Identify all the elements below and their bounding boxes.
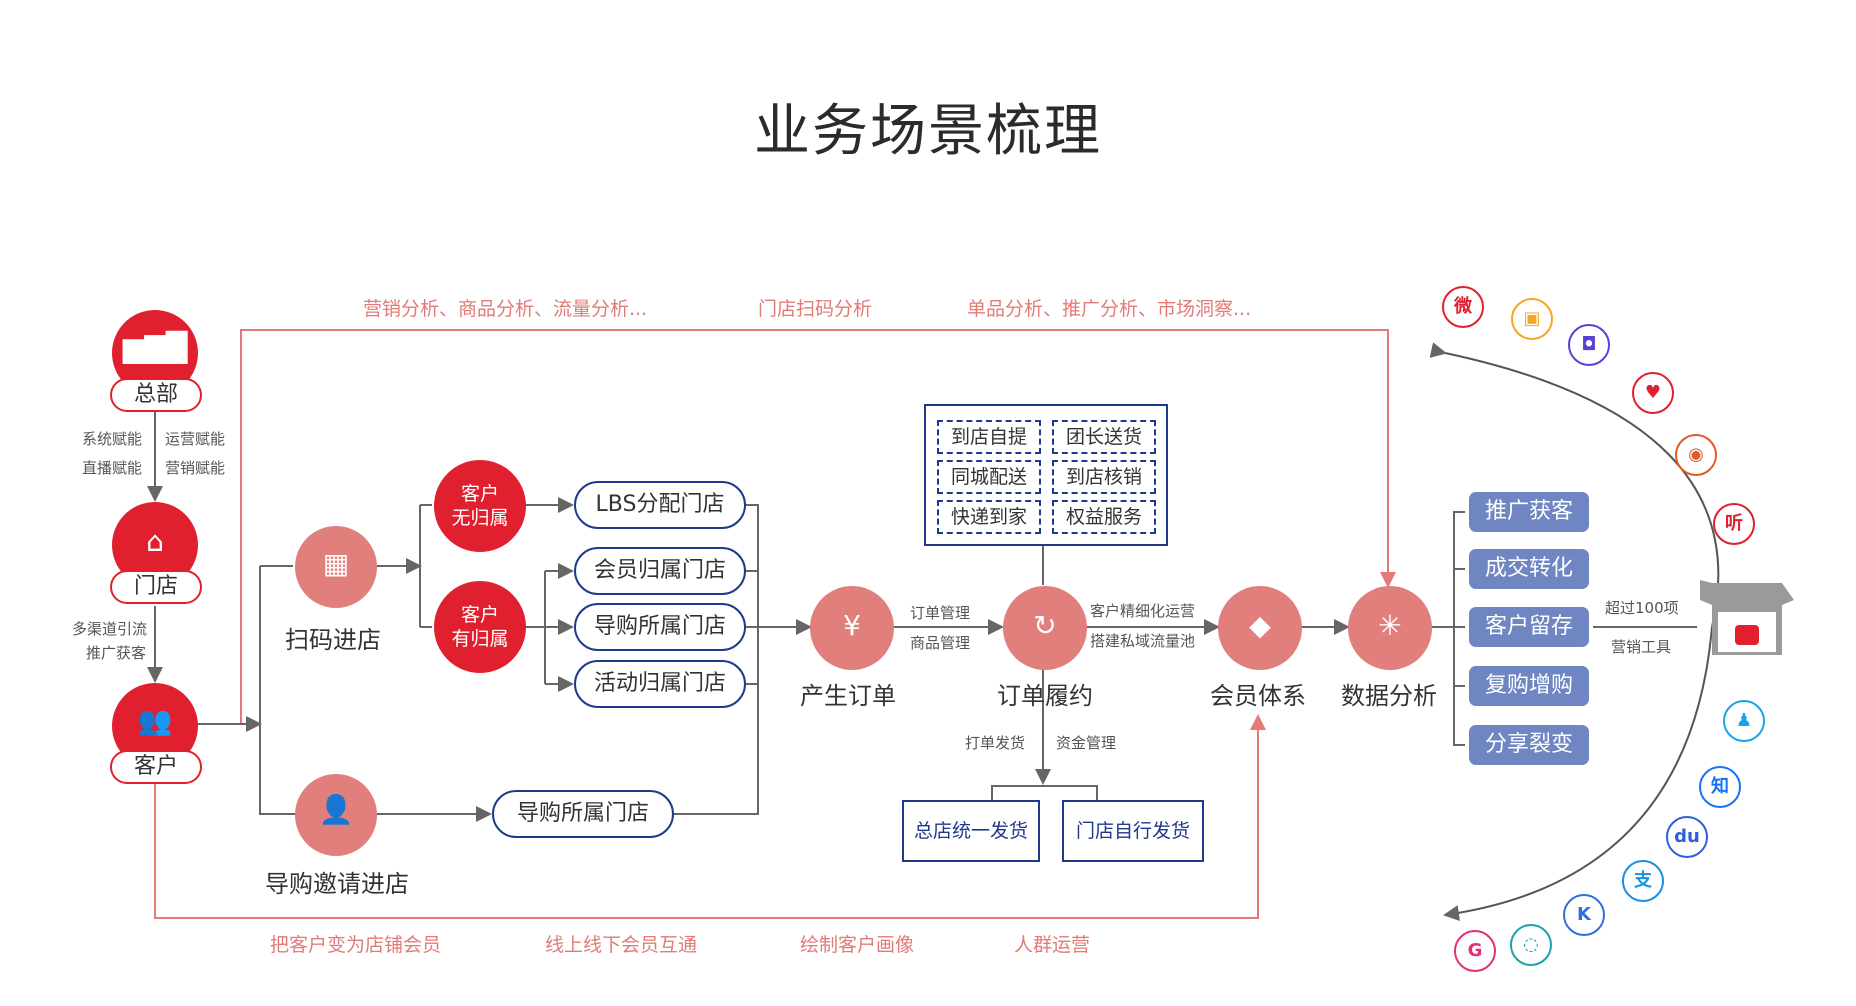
channel-share: 分享裂变 bbox=[1469, 725, 1589, 765]
store-shipping-box: 门店自行发货 bbox=[1062, 800, 1204, 862]
order-note-1: 订单管理 bbox=[910, 604, 971, 622]
has-owner-line1: 客户 bbox=[460, 604, 499, 626]
no-owner-circle: 客户 无归属 bbox=[434, 460, 526, 552]
users-icon: 👥 bbox=[137, 704, 173, 737]
shop-icon: ⌂ bbox=[146, 525, 164, 558]
listen-icon: 听 bbox=[1713, 503, 1755, 545]
tools-note-1: 超过100项 bbox=[1605, 599, 1679, 617]
bottom-annotation-3: 绘制客户画像 bbox=[800, 934, 915, 956]
channel-convert: 成交转化 bbox=[1469, 549, 1589, 589]
check-cycle-icon: ↻ bbox=[1033, 609, 1057, 642]
channel-acquire: 推广获客 bbox=[1469, 492, 1589, 532]
invite-store-pill: 导购所属门店 bbox=[492, 790, 674, 838]
analysis-label: 数据分析 bbox=[1341, 682, 1437, 710]
delivery-mode-verify: 到店核销 bbox=[1052, 460, 1156, 494]
scan-circle: ▦ bbox=[295, 526, 377, 608]
baidu-icon: du bbox=[1666, 816, 1708, 858]
top-annotation-right: 单品分析、推广分析、市场洞察... bbox=[967, 298, 1252, 320]
order-note-2: 商品管理 bbox=[910, 634, 971, 652]
member-store-pill: 会员归属门店 bbox=[574, 547, 746, 595]
delivery-mode-rights: 权益服务 bbox=[1052, 500, 1156, 534]
swirl-icon: G bbox=[1454, 930, 1496, 972]
store-note-1: 多渠道引流 bbox=[72, 620, 148, 638]
person-icon: 👤 bbox=[318, 793, 354, 826]
activity-store-pill: 活动归属门店 bbox=[574, 660, 746, 708]
member-label: 会员体系 bbox=[1210, 682, 1306, 710]
bottom-annotation-4: 人群运营 bbox=[1014, 934, 1091, 956]
factory-icon: ▆▇█ bbox=[122, 331, 188, 364]
no-owner-line2: 无归属 bbox=[451, 507, 509, 529]
customer-label: 客户 bbox=[110, 750, 202, 784]
delivery-mode-local: 同城配送 bbox=[937, 460, 1041, 494]
hq-shipping-box: 总店统一发货 bbox=[902, 800, 1040, 862]
top-annotation-left: 营销分析、商品分析、流量分析... bbox=[363, 298, 648, 320]
fulfill-note-2: 搭建私域流量池 bbox=[1090, 632, 1196, 650]
analysis-circle: ✳ bbox=[1348, 586, 1432, 670]
fulfill-label: 订单履约 bbox=[997, 682, 1093, 710]
diamond-icon: ◆ bbox=[1249, 609, 1271, 642]
owl-icon: ◉ bbox=[1675, 434, 1717, 476]
zhihu-icon: 知 bbox=[1699, 766, 1741, 808]
fulfill-below-note-2: 资金管理 bbox=[1056, 734, 1117, 752]
hq-note-right-2: 营销赋能 bbox=[165, 459, 226, 477]
fulfill-circle: ↻ bbox=[1003, 586, 1087, 670]
network-icon: ✳ bbox=[1378, 609, 1402, 642]
channel-repurchase: 复购增购 bbox=[1469, 666, 1589, 706]
heart-icon: ♥ bbox=[1632, 372, 1674, 414]
tools-note-2: 营销工具 bbox=[1611, 638, 1672, 656]
fulfill-below-note-1: 打单发货 bbox=[965, 734, 1026, 752]
scan-label: 扫码进店 bbox=[285, 626, 381, 654]
page-title: 业务场景梳理 bbox=[754, 99, 1102, 164]
alipay-icon: 支 bbox=[1622, 860, 1664, 902]
delivery-mode-leader: 团长送货 bbox=[1052, 420, 1156, 454]
hq-note-left-2: 直播赋能 bbox=[82, 459, 143, 477]
app-icon: ▣ bbox=[1511, 298, 1553, 340]
has-owner-line2: 有归属 bbox=[451, 628, 509, 650]
delivery-modes-box bbox=[924, 404, 1168, 546]
bottom-annotation-2: 线上线下会员互通 bbox=[545, 934, 698, 956]
has-owner-circle: 客户 有归属 bbox=[434, 581, 526, 673]
qrcode-icon: ▦ bbox=[322, 547, 350, 580]
receipt-icon: ¥ bbox=[843, 609, 861, 642]
channel-retain: 客户留存 bbox=[1469, 607, 1589, 647]
hq-note-left-1: 系统赋能 bbox=[82, 430, 143, 448]
fulfill-note-1: 客户精细化运营 bbox=[1090, 602, 1196, 620]
delivery-mode-express: 快递到家 bbox=[937, 500, 1041, 534]
order-circle: ¥ bbox=[810, 586, 894, 670]
hq-note-right-1: 运营赋能 bbox=[165, 430, 226, 448]
bubble-icon: ◌ bbox=[1510, 924, 1552, 966]
guide-store-pill: 导购所属门店 bbox=[574, 603, 746, 651]
store-note-2: 推广获客 bbox=[86, 644, 147, 662]
hq-label: 总部 bbox=[110, 378, 202, 412]
qq-icon: ♟ bbox=[1723, 700, 1765, 742]
invite-circle: 👤 bbox=[295, 774, 377, 856]
chat-icon: ◘ bbox=[1568, 324, 1610, 366]
store-label: 门店 bbox=[110, 570, 202, 604]
k-icon: K bbox=[1563, 894, 1605, 936]
order-label: 产生订单 bbox=[800, 682, 896, 710]
delivery-mode-pickup: 到店自提 bbox=[937, 420, 1041, 454]
member-circle: ◆ bbox=[1218, 586, 1302, 670]
storefront-icon bbox=[1700, 580, 1794, 655]
top-annotation-middle: 门店扫码分析 bbox=[758, 298, 873, 320]
invite-label: 导购邀请进店 bbox=[265, 870, 409, 898]
bottom-annotation-1: 把客户变为店铺会员 bbox=[270, 934, 442, 956]
lbs-store-pill: LBS分配门店 bbox=[574, 481, 746, 529]
no-owner-line1: 客户 bbox=[460, 483, 499, 505]
weibo-icon: 微 bbox=[1442, 286, 1484, 328]
